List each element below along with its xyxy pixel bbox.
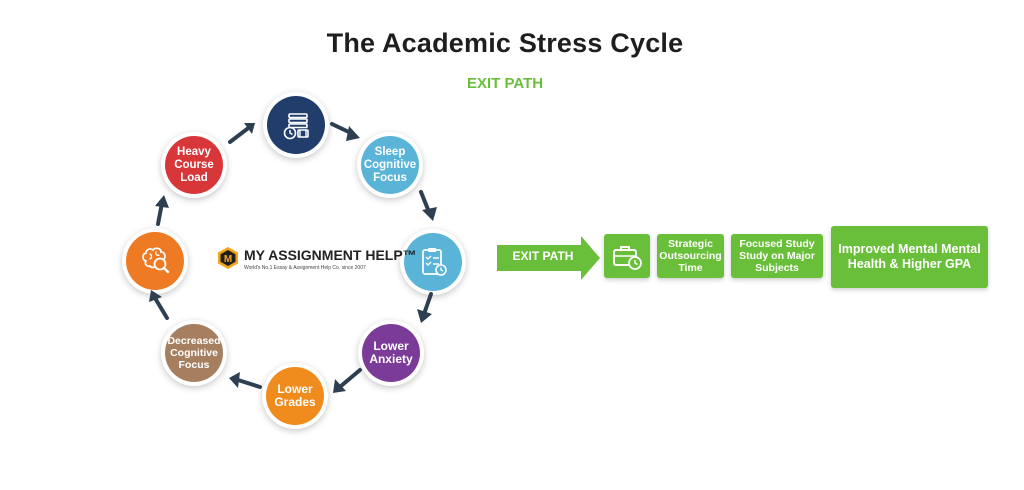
cycle-node-checklist xyxy=(400,229,466,295)
node-label-sleep: Sleep Cognitive Focus xyxy=(363,145,417,184)
exit-step-outsourcing: Strategic Outsourcing Time xyxy=(657,234,724,278)
node-label-anxiety: Lower Anxiety xyxy=(369,339,413,366)
exit-step-outsourcing-label: Strategic Outsourcing Time xyxy=(659,238,722,274)
node-circle: Heavy Course Load xyxy=(165,136,223,194)
exit-step-improved-label: Improved Mental Mental Health & Higher G… xyxy=(838,242,981,271)
node-label-grades: Lower Grades xyxy=(274,382,316,409)
cycle-node-schedule xyxy=(263,92,329,158)
cycle-node-anxiety: Lower Anxiety xyxy=(358,320,424,386)
exit-path-arrow: EXIT PATH xyxy=(497,236,601,280)
cycle-node-grades: Lower Grades xyxy=(262,363,328,429)
node-label-cognitive: Decreased Cognitive Focus xyxy=(167,335,221,371)
exit-step-icon-box xyxy=(604,234,650,278)
cycle-node-course: Heavy Course Load xyxy=(161,132,227,198)
brand-tagline: World's No.1 Essay & Assignment Help Co.… xyxy=(244,265,366,271)
node-circle: Lower Grades xyxy=(266,367,324,425)
node-circle: Lower Anxiety xyxy=(362,324,420,382)
cycle-node-cognitive: Decreased Cognitive Focus xyxy=(161,320,227,386)
schedule-icon xyxy=(283,113,309,140)
cycle-arrow xyxy=(330,122,360,141)
node-circle: Decreased Cognitive Focus xyxy=(165,324,223,382)
briefcase-clock-icon xyxy=(613,246,642,270)
brain-search-icon xyxy=(142,247,170,274)
cycle-arrow xyxy=(417,292,433,323)
cycle-node-sleep: Sleep Cognitive Focus xyxy=(357,132,423,198)
exit-path-heading: EXIT PATH xyxy=(466,75,544,92)
node-circle xyxy=(126,232,184,290)
exit-arrow-shape xyxy=(497,236,600,280)
cycle-arrow xyxy=(228,123,255,144)
exit-step-focused-study: Focused Study Study on Major Subjects xyxy=(731,234,823,278)
node-circle: Sleep Cognitive Focus xyxy=(361,136,419,194)
node-circle xyxy=(404,233,462,291)
brand-name: MY ASSIGNMENT HELP™ xyxy=(244,247,417,263)
cycle-arrow xyxy=(149,290,169,320)
exit-step-improved: Improved Mental Mental Health & Higher G… xyxy=(831,226,988,288)
exit-step-focused-study-label: Focused Study Study on Major Subjects xyxy=(739,238,815,274)
brand-logo-icon: M xyxy=(218,247,238,269)
diagram-title: The Academic Stress Cycle xyxy=(326,28,684,58)
exit-path-arrow-label: EXIT PATH xyxy=(512,249,574,263)
brand-logo-letter: M xyxy=(224,254,232,265)
cycle-arrow xyxy=(155,195,169,226)
node-circle xyxy=(267,96,325,154)
checklist-icon xyxy=(422,248,447,276)
cycle-arrow xyxy=(229,372,262,389)
node-label-course: Heavy Course Load xyxy=(174,145,214,184)
cycle-node-brain xyxy=(122,228,188,294)
brand-block: M MY ASSIGNMENT HELP™ World's No.1 Essay… xyxy=(216,246,417,272)
cycle-arrow xyxy=(333,368,362,393)
cycle-arrow xyxy=(419,190,437,221)
